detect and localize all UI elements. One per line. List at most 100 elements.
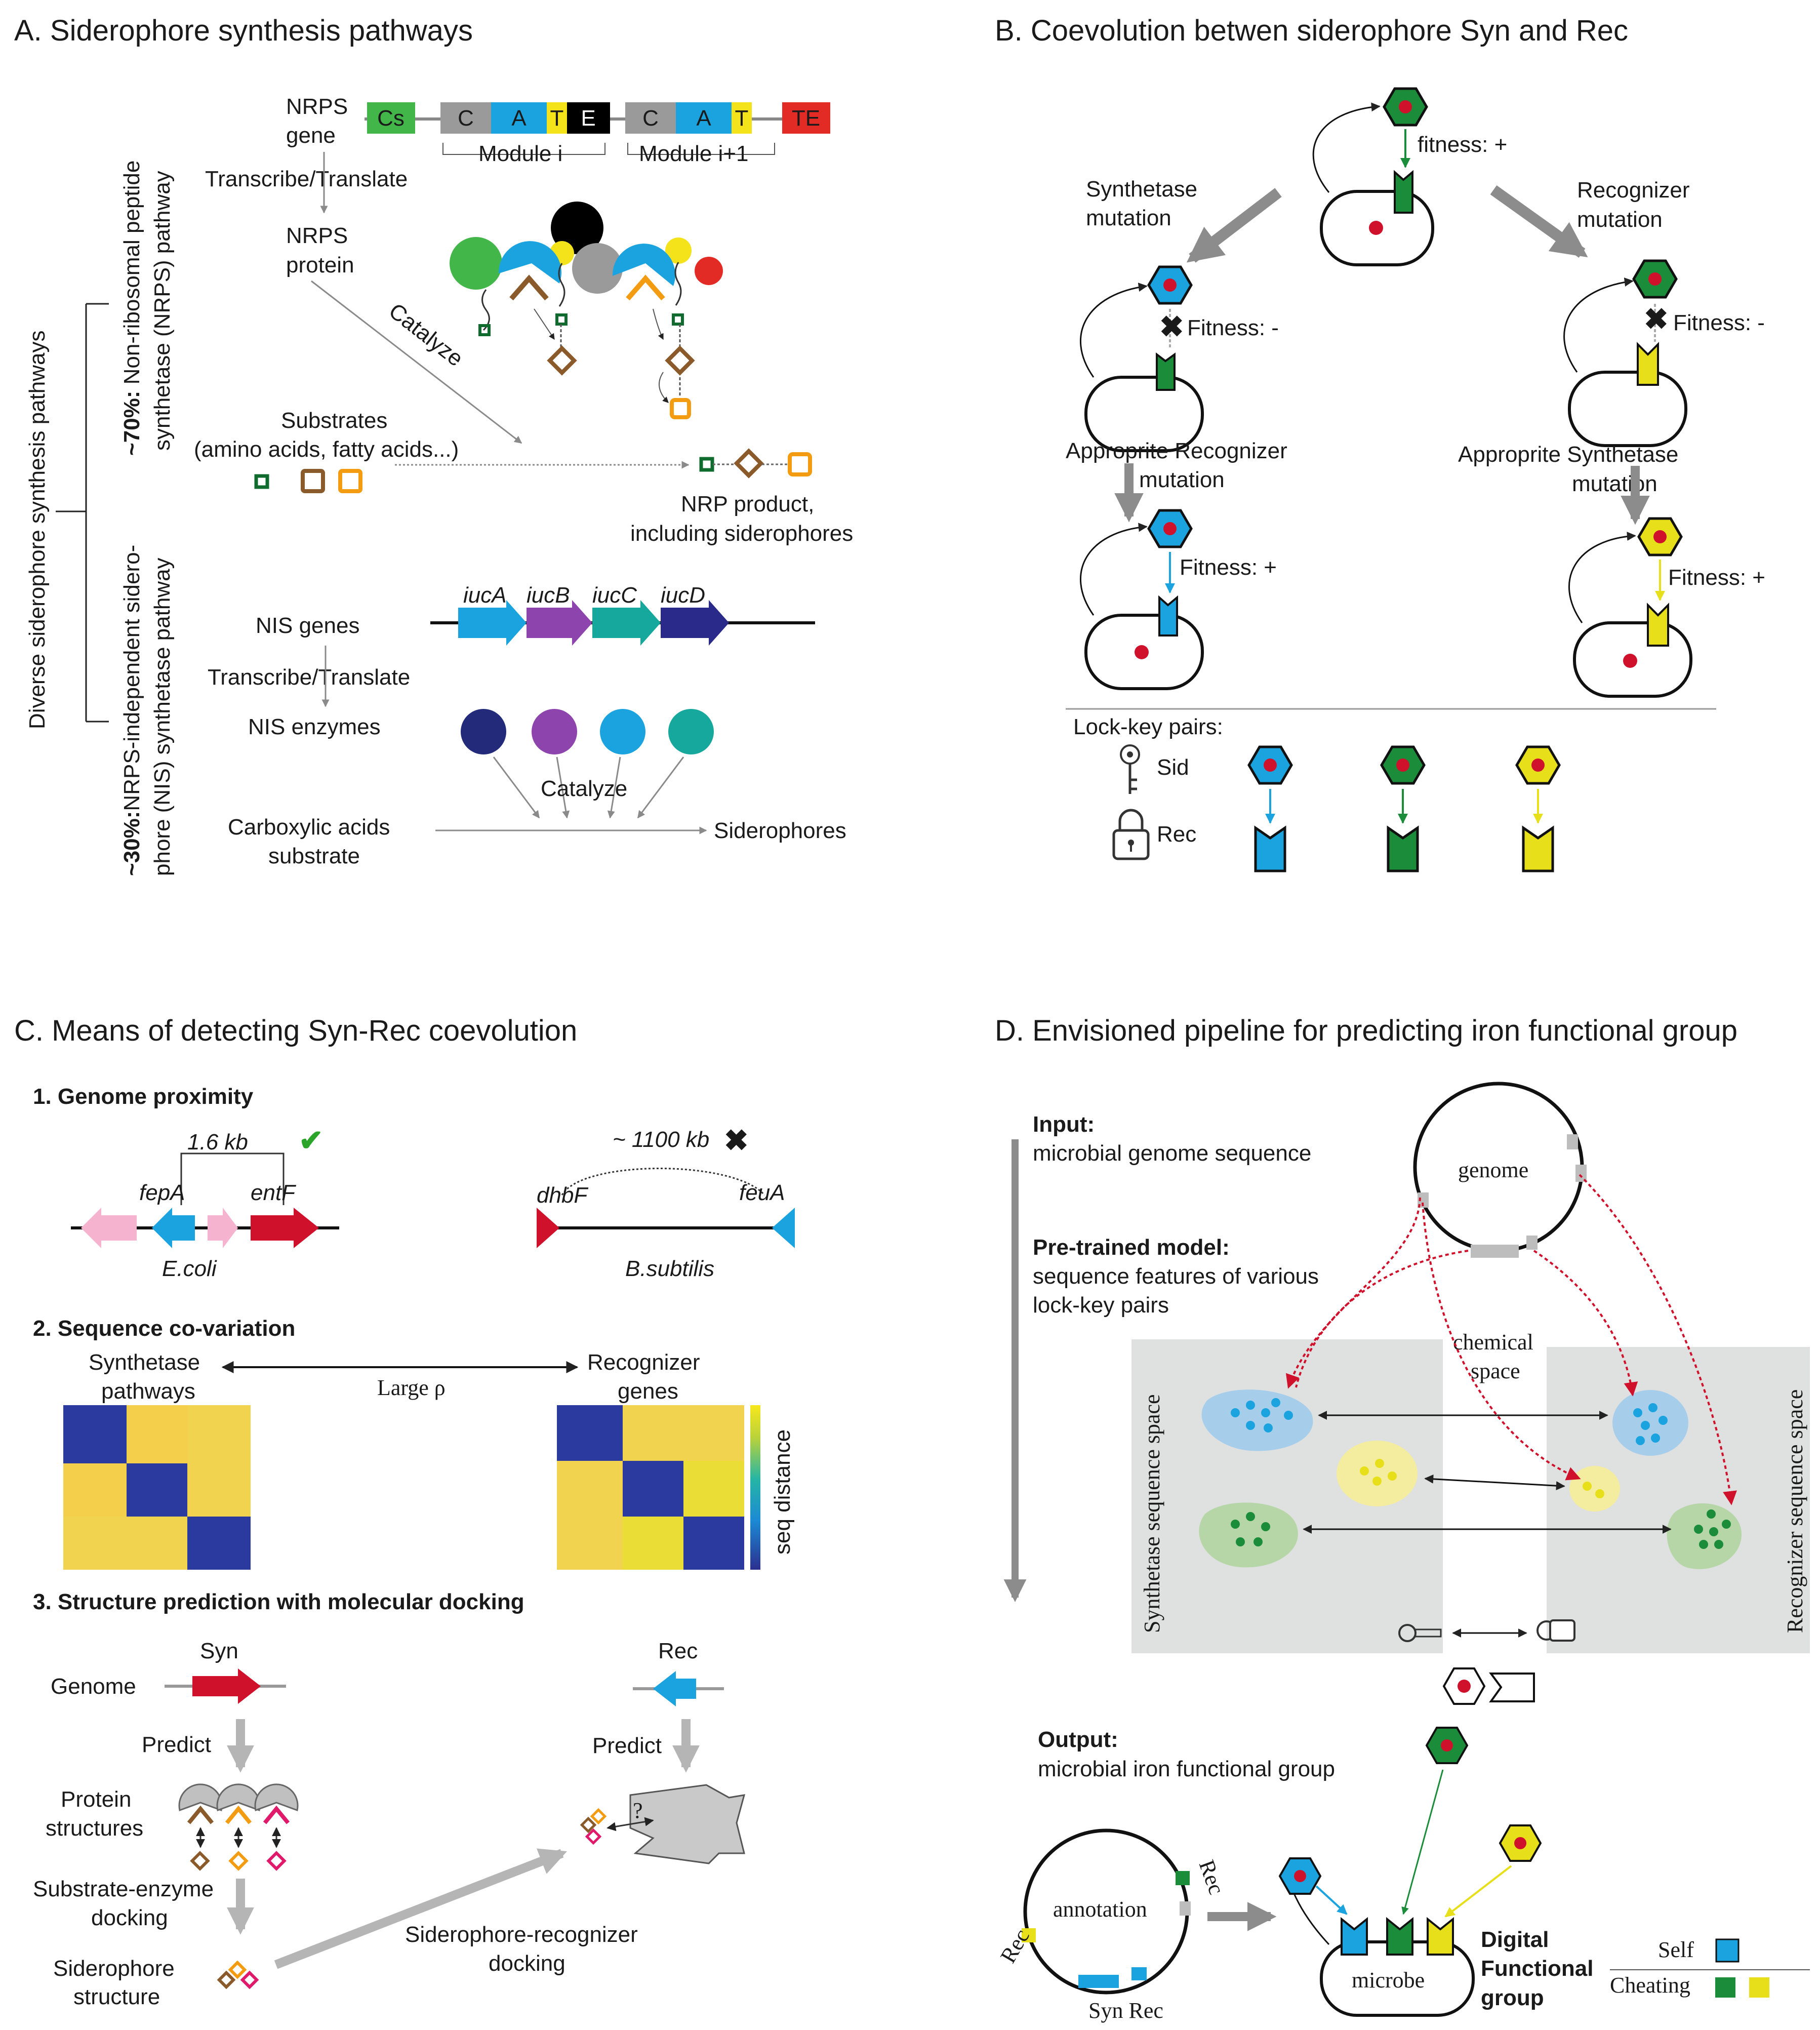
digital-label-1: Digital — [1481, 1927, 1549, 1952]
cluster-blue-rec — [1612, 1390, 1688, 1456]
yellow-pair-arrow — [1424, 1474, 1565, 1491]
gene-iucA-arrow — [458, 600, 527, 646]
synth-pathways-label-1: Synthetase — [89, 1350, 200, 1375]
catalyze-label-2: Catalyze — [541, 776, 627, 801]
protein-square-orange — [670, 398, 691, 419]
predict-label-1: Predict — [142, 1732, 211, 1757]
siderophores-label: Siderophores — [714, 818, 846, 843]
lockkey-pair-blue — [1247, 745, 1293, 872]
enzyme-iucB — [532, 709, 577, 754]
protein-link-arrow-2 — [653, 308, 664, 340]
nis-label-1: ~30%:NRPS-independent sidero- — [119, 545, 144, 876]
cell-mid-right-receptor — [1637, 342, 1659, 386]
nrp-product-label-2: including siderophores — [630, 521, 853, 546]
recognizer-mutation-arrow — [1490, 185, 1588, 258]
nrp-product — [699, 448, 812, 479]
module-i-bracket — [442, 143, 605, 155]
panel-c: C. Means of detecting Syn-Rec coevolutio… — [14, 1014, 795, 2009]
domain-t2-label: T — [735, 106, 749, 131]
genome-circle: genome — [1413, 1082, 1587, 1258]
module-i-label: Module i — [478, 141, 562, 166]
microbe-blue-arrow — [1315, 1885, 1348, 1915]
cluster-green-rec — [1667, 1503, 1742, 1569]
panel-d: D. Envisioned pipeline for predicting ir… — [995, 1014, 1810, 2023]
cell-top: fitness: + — [1312, 87, 1507, 266]
input-heading: Input: — [1033, 1112, 1095, 1137]
rec-label: Rec — [1157, 822, 1196, 847]
protein-substrate-sq-2 — [555, 313, 568, 326]
module-i1-bracket — [627, 143, 775, 155]
sid-rec-docking-arrow — [274, 1848, 568, 1969]
panel-a-title: A. Siderophore synthesis pathways — [14, 14, 473, 47]
enzyme-arrow-1 — [493, 757, 540, 819]
chemical-space-label-1: chemical — [1453, 1330, 1533, 1355]
cheating-swatch-yellow — [1749, 1977, 1769, 1998]
nis-pct: ~30%: — [119, 811, 144, 876]
nrps-label-2: synthetase (NRPS) pathway — [150, 171, 175, 451]
protein-link-arrow-1 — [534, 308, 555, 340]
enzyme-iucA — [461, 709, 506, 754]
protein-structures-label-1: Protein — [61, 1787, 131, 1812]
synthetase-mutation-label-1: Synthetase — [1086, 177, 1197, 202]
domain-c2-label: C — [642, 106, 659, 131]
cluster-green-syn — [1199, 1502, 1298, 1568]
microbe-receptor-yellow — [1427, 1917, 1454, 1956]
large-rho-label: Large ρ — [377, 1375, 446, 1400]
panel-a: A. Siderophore synthesis pathways Divers… — [14, 14, 853, 876]
protein-substrate-sq-3 — [672, 313, 684, 326]
key-icon-small — [1398, 1624, 1442, 1642]
gene-iucD-label: iucD — [661, 583, 705, 608]
panel-b: B. Coevolution betwen siderophore Syn an… — [995, 14, 1765, 872]
check-icon: ✔ — [299, 1124, 323, 1157]
cell-bottom-right: Fitness: + — [1568, 517, 1765, 698]
sid-rec-docking-label-2: docking — [489, 1951, 565, 1976]
entF-gene-arrow — [251, 1208, 319, 1248]
cell-bottom-right-receptor — [1647, 603, 1669, 647]
section-seq-covariation: 2. Sequence co-variation — [33, 1316, 295, 1341]
product-sq-green — [699, 457, 714, 472]
nrps-domains: Cs C A T E C A T TE — [367, 102, 830, 134]
lock-icon — [1112, 809, 1150, 860]
cell-bottom-left-nucleus — [1135, 645, 1149, 659]
domain-t2 — [732, 102, 752, 134]
enzyme-arrow-4 — [637, 757, 684, 819]
transcribe-label-1: Transcribe/Translate — [205, 167, 408, 191]
nrp-product-label-1: NRP product, — [681, 492, 814, 516]
domain-e — [567, 102, 610, 134]
bsubtilis-genome — [537, 1208, 795, 1248]
panel-d-title: D. Envisioned pipeline for predicting ir… — [995, 1014, 1737, 1047]
substrates-label-2: (amino acids, fatty acids...) — [194, 437, 459, 462]
protein-e-circle — [551, 202, 603, 254]
syn-rec-annot-label: Syn Rec — [1088, 1998, 1163, 2023]
lockkey-pair-green — [1380, 745, 1426, 872]
protein-c2-circle — [572, 243, 623, 294]
nrps-label-1-text: Non-ribosomal peptide — [119, 161, 144, 385]
protein-c1-chevron — [509, 274, 549, 301]
panel-c-title: C. Means of detecting Syn-Rec coevolutio… — [14, 1014, 577, 1047]
protein-te-circle — [695, 257, 723, 285]
recognizer-mutation-label-2: mutation — [1577, 207, 1663, 232]
domain-te-label: TE — [792, 106, 820, 131]
nis-label-1-text: NRPS-independent sidero- — [119, 545, 144, 811]
nis-label-2: phore (NIS) synthetase pathway — [150, 558, 175, 876]
lockkey-pair-yellow — [1515, 745, 1561, 872]
cell-mid-left: ✖ Fitness: - — [1079, 265, 1279, 452]
cluster-yellow-rec — [1569, 1466, 1620, 1511]
protein-diamond-1 — [547, 345, 577, 376]
recognizer-structure-icon: ? — [580, 1784, 746, 1864]
nrps-protein-label-2: protein — [286, 253, 354, 277]
transcribe-label-2: Transcribe/Translate — [208, 665, 410, 690]
domain-a2-label: A — [696, 106, 711, 131]
key-icon — [1120, 744, 1140, 794]
self-label: Self — [1658, 1937, 1694, 1962]
annotation-circle: annotation Rec Rec Syn Rec — [995, 1828, 1229, 2023]
cell-top-secretion-arrow — [1312, 102, 1381, 193]
fepA-label: fepA — [139, 1180, 185, 1205]
domain-e-label: E — [581, 106, 595, 131]
rec-genes-label-1: Recognizer — [587, 1350, 700, 1375]
feuA-label: feuA — [739, 1180, 785, 1205]
cell-bottom-right-siderophore-core — [1653, 530, 1667, 543]
rec-genes-label-2: genes — [618, 1379, 678, 1404]
cell-mid-right: ✖ Fitness: - — [1563, 259, 1765, 447]
predict-label-2: Predict — [592, 1733, 662, 1758]
